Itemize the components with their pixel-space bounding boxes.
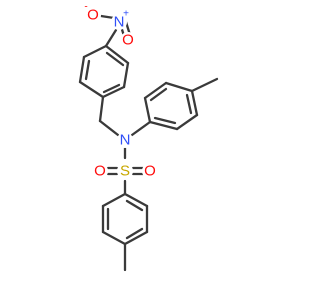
- ring2-bond: [143, 96, 152, 124]
- atom-nitro-o: O: [122, 32, 134, 49]
- bond-n-aryl: [130, 120, 152, 137]
- bond-ring2-methyl: [190, 77, 219, 93]
- bond-layer: [78, 14, 219, 272]
- ring2-bond: [148, 120, 179, 131]
- ring1-bond: [122, 61, 130, 89]
- atom-sulfur: S: [120, 163, 130, 180]
- ring2-bond: [175, 113, 199, 131]
- ring3-bond: [123, 192, 149, 208]
- ring3-inner-double: [125, 227, 144, 240]
- atom-nitro-o-minus: O: [87, 7, 99, 24]
- ring1-inner-double: [84, 59, 91, 81]
- atom-sulfonyl-o-left: O: [94, 163, 106, 180]
- ring2-inner-double: [185, 93, 193, 115]
- molecule-structure-diagram: O - N + O N S O O: [78, 2, 219, 272]
- atom-sulfonyl-o-right: O: [144, 163, 156, 180]
- atom-nitro-o-charge: -: [84, 2, 87, 13]
- ring3-inner-double: [125, 199, 144, 212]
- atom-label-layer: O - N + O N S O O: [84, 2, 158, 180]
- ring1-bond: [101, 85, 126, 99]
- ring3-bond: [123, 230, 149, 246]
- ring2-inner-double: [149, 87, 168, 102]
- ring1-inner-double: [105, 51, 125, 67]
- bond-n-ring: [104, 28, 118, 48]
- ring1-bond: [82, 44, 108, 59]
- ring2-bond: [164, 81, 194, 93]
- atom-nitro-n: N: [114, 14, 125, 31]
- ring2-bond: [143, 81, 168, 100]
- bond-ring-ch2: [98, 95, 105, 123]
- ring1-bond: [78, 55, 86, 84]
- ring2-inner-double: [153, 116, 177, 125]
- ring3-bond: [101, 230, 127, 246]
- ring1-bond: [78, 80, 105, 99]
- ring1-bond: [104, 44, 130, 65]
- bond-n-o-single: [99, 14, 116, 20]
- ring2-bond: [190, 89, 199, 117]
- ring3-bond: [101, 192, 127, 208]
- bond-ch2-n: [98, 119, 120, 137]
- ring1-inner-double: [102, 83, 121, 94]
- atom-amine-n: N: [120, 132, 131, 149]
- atom-nitro-n-charge: +: [123, 9, 129, 20]
